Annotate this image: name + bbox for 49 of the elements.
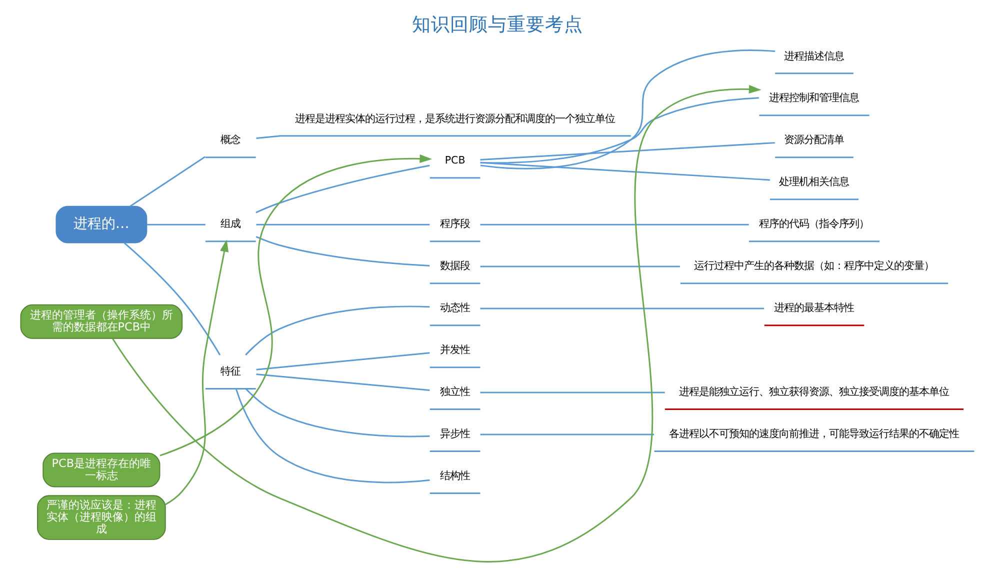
node-text: 独立性	[440, 386, 470, 398]
connector	[256, 224, 430, 226]
node-text: 各进程以不可预知的速度向前推进，可能导致运行结果的不确定性	[669, 428, 960, 440]
node-text: 进程的最基本特性	[774, 302, 854, 314]
diagram-title: 知识回顾与重要考点	[412, 14, 583, 36]
connector	[130, 156, 206, 207]
node-text: PCB	[444, 154, 466, 167]
connector	[256, 374, 430, 391]
connector	[480, 142, 775, 160]
arrow	[112, 84, 762, 562]
node-text: 数据段	[440, 260, 470, 272]
connector	[480, 434, 654, 436]
arrow	[165, 239, 229, 506]
node-text: 并发性	[440, 344, 470, 356]
node-text: 进程是能独立运行、独立获得资源、独立接受调度的基本单位	[679, 386, 950, 398]
node-box: PCB是进程存在的唯一标志	[42, 452, 160, 488]
connector	[480, 266, 680, 268]
connector	[124, 242, 221, 356]
node-text: 组成	[220, 218, 241, 230]
connector	[480, 162, 770, 181]
connector	[146, 224, 206, 226]
connector	[246, 388, 430, 438]
connector	[256, 164, 430, 214]
node-text: 处理机相关信息	[779, 176, 850, 188]
node-text: 进程是进程实体的运行过程，是系统进行资源分配和调度的一个独立单位	[295, 112, 616, 125]
node-text: 进程控制和管理信息	[769, 92, 860, 104]
node-text: 进程描述信息	[784, 50, 844, 62]
node-text: 程序段	[440, 218, 470, 230]
node-text: 运行过程中产生的各种数据（如：程序中定义的变量）	[694, 260, 934, 272]
connector	[480, 392, 665, 394]
node-text: 动态性	[440, 302, 470, 314]
connector	[235, 388, 430, 484]
node-text: 资源分配清单	[784, 134, 844, 146]
connector	[256, 352, 430, 370]
node-text: 结构性	[440, 470, 470, 482]
connector	[245, 306, 430, 356]
connector	[256, 135, 280, 139]
connector	[480, 50, 776, 170]
arrow	[160, 154, 432, 456]
node-box: 严谨的说应该是：进程实体（进程映像）的组成	[37, 495, 166, 540]
node-box: 进程的…	[56, 206, 148, 244]
connector	[480, 308, 764, 310]
node-text: 特征	[220, 366, 241, 378]
node-text: 程序的代码（指令序列）	[759, 218, 870, 230]
node-text: 概念	[220, 134, 241, 146]
node-text: 异步性	[440, 428, 470, 440]
node-box: 进程的管理者（操作系统）所需的数据都在PCB中	[20, 304, 183, 339]
connector	[256, 236, 430, 266]
connector	[480, 224, 749, 226]
